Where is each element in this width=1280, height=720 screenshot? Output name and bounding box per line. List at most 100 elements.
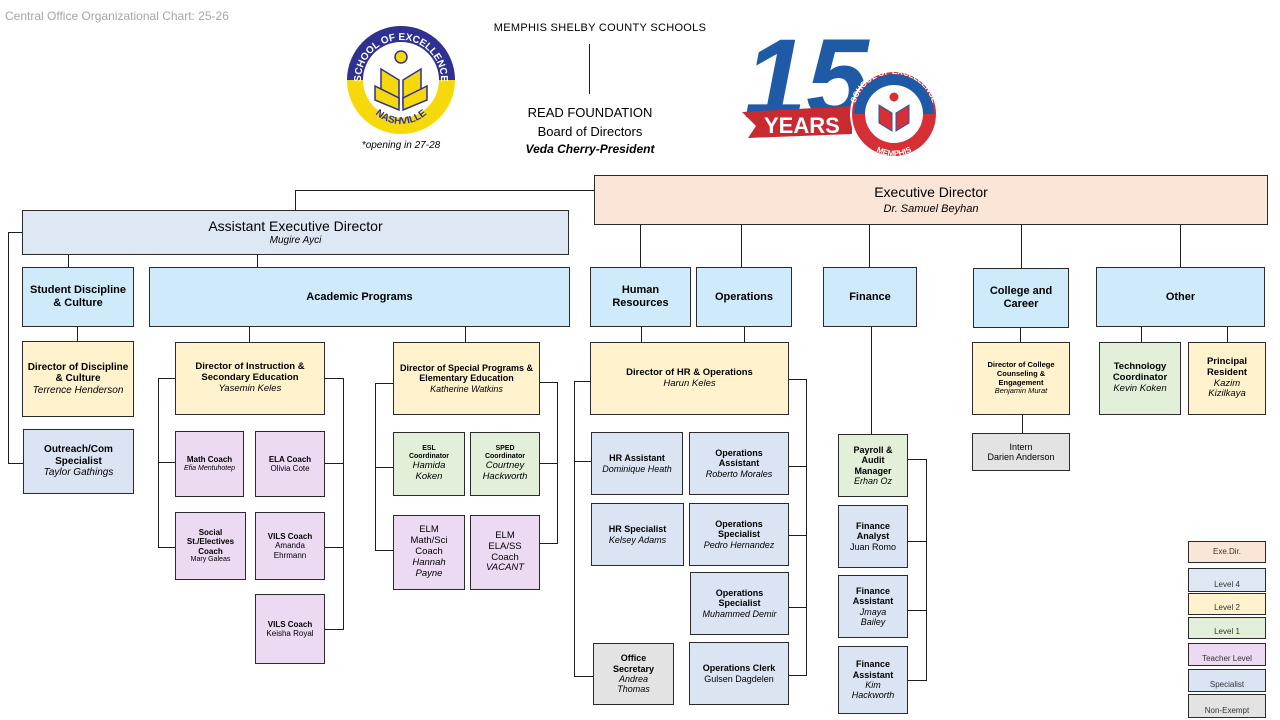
position-outreach-specialist[interactable]: Outreach/Com Specialist Taylor Gathings — [23, 429, 134, 494]
assistant-executive-director-box[interactable]: Assistant Executive Director Mugire Ayci — [22, 210, 569, 255]
position-sped-coordinator[interactable]: SPED Coordinator Courtney Hackworth — [470, 432, 540, 496]
position-title: Operations Clerk — [702, 663, 776, 674]
connector — [1141, 327, 1143, 342]
position-title: Director of College Counseling & Engagem… — [987, 360, 1055, 387]
position-name: Juan Romo — [849, 541, 897, 552]
department-student-discipline[interactable]: Student Discipline & Culture — [22, 267, 134, 327]
position-vils-coach[interactable]: VILS Coach Keisha Royal — [255, 594, 325, 664]
position-name: VACANT — [485, 562, 524, 574]
position-name: Keisha Royal — [266, 629, 314, 638]
position-intern[interactable]: Intern Darien Anderson — [972, 433, 1070, 471]
position-name: Terrence Henderson — [32, 384, 124, 396]
position-director-hr-operations[interactable]: Director of HR & Operations Harun Keles — [590, 342, 789, 415]
position-payroll-audit-manager[interactable]: Payroll & Audit Manager Erhan Oz — [838, 434, 908, 497]
position-hr-assistant[interactable]: HR Assistant Dominique Heath — [591, 432, 683, 495]
connector — [908, 680, 926, 682]
connector — [158, 378, 175, 380]
connector — [540, 382, 558, 384]
position-math-coach[interactable]: Math Coach Efia Mentuhotep — [175, 431, 244, 497]
connector — [574, 461, 591, 463]
position-operations-clerk[interactable]: Operations Clerk Gulsen Dagdelen — [689, 642, 789, 705]
connector — [325, 463, 343, 465]
connector — [249, 327, 251, 342]
assistant-executive-director-title: Assistant Executive Director — [208, 218, 383, 235]
connector — [1022, 415, 1024, 433]
school-of-excellence-nashville-emblem: SCHOOL OF EXCELLENCE NASHVILLE — [347, 26, 455, 134]
position-director-college-counseling[interactable]: Director of College Counseling & Engagem… — [972, 342, 1070, 415]
connector — [1021, 225, 1023, 268]
department-operations[interactable]: Operations — [696, 267, 792, 327]
position-director-instruction[interactable]: Director of Instruction & Secondary Educ… — [175, 342, 325, 415]
legend-label: Level 4 — [1214, 579, 1240, 589]
connector — [540, 463, 558, 465]
legend-label: Level 1 — [1214, 626, 1240, 636]
board-label: Board of Directors — [537, 124, 643, 139]
position-finance-analyst[interactable]: Finance Analyst Juan Romo — [838, 505, 908, 568]
department-human-resources[interactable]: Human Resources — [590, 267, 691, 327]
position-vils-coach[interactable]: VILS Coach Amanda Ehrmann — [255, 512, 325, 580]
department-label: Human Resources — [612, 284, 669, 309]
position-name: Katherine Watkins — [430, 383, 503, 394]
department-label: Other — [1165, 290, 1196, 303]
connector — [789, 535, 807, 537]
position-director-special-programs[interactable]: Director of Special Programs & Elementar… — [393, 342, 540, 415]
nashville-logo: SCHOOL OF EXCELLENCE NASHVILLE — [345, 24, 457, 136]
legend-label: Level 2 — [1214, 602, 1240, 612]
position-finance-assistant[interactable]: Finance Assistant Jmaya Bailey — [838, 575, 908, 638]
connector — [869, 225, 871, 268]
position-operations-specialist[interactable]: Operations Specialist Muhammed Demir — [690, 572, 789, 635]
position-principal-resident[interactable]: Principal Resident Kazim Kizilkaya — [1188, 342, 1266, 415]
position-elm-ela-coach[interactable]: ELM ELA/SS Coach VACANT — [470, 515, 540, 590]
board-president: Veda Cherry-President — [525, 142, 655, 156]
department-other[interactable]: Other — [1096, 267, 1265, 327]
position-title: Office Secretary — [612, 653, 655, 674]
connector — [789, 675, 807, 677]
position-technology-coordinator[interactable]: Technology Coordinator Kevin Koken — [1099, 342, 1181, 415]
legend-item-specialist: Specialist — [1188, 669, 1266, 692]
position-title: Intern — [1009, 441, 1033, 452]
position-name: Gulsen Dagdelen — [704, 673, 774, 684]
connector — [257, 254, 259, 267]
position-office-secretary[interactable]: Office Secretary Andrea Thomas — [593, 643, 674, 705]
position-esl-coordinator[interactable]: ESL Coordinator Hamida Koken — [393, 432, 465, 496]
position-title: HR Assistant — [609, 453, 665, 464]
connector — [325, 378, 343, 380]
position-title: VILS Coach — [267, 619, 313, 629]
connector — [375, 467, 393, 469]
department-college-career[interactable]: College and Career — [973, 268, 1069, 328]
connector — [908, 459, 926, 461]
position-name: Darien Anderson — [987, 452, 1055, 462]
position-name: Dominique Heath — [602, 463, 672, 474]
position-name: Harun Keles — [663, 377, 716, 389]
connector — [871, 327, 873, 434]
connector — [908, 610, 926, 612]
position-director-discipline[interactable]: Director of Discipline & Culture Terrenc… — [22, 341, 134, 417]
position-title: VILS Coach — [267, 532, 313, 542]
position-title: Director of Instruction & Secondary Educ… — [195, 361, 305, 384]
connector — [325, 629, 343, 631]
position-name: Hannah Payne — [412, 556, 446, 579]
connector — [375, 550, 393, 552]
connector — [8, 463, 23, 465]
position-title: Social St./Electives Coach — [186, 528, 235, 556]
position-name: Erhan Oz — [853, 475, 893, 486]
executive-director-box[interactable]: Executive Director Dr. Samuel Beyhan — [594, 175, 1268, 225]
position-title: Director of Discipline & Culture — [27, 361, 129, 385]
position-operations-specialist[interactable]: Operations Specialist Pedro Hernandez — [689, 503, 789, 566]
position-name: Benjamin Murat — [994, 386, 1048, 396]
page-title: Central Office Organizational Chart: 25-… — [5, 9, 229, 23]
department-academic-programs[interactable]: Academic Programs — [149, 267, 570, 327]
memphis-15-years-logo: 15 YEARS SCHOOL OF EXCELLENCE MEMPHIS — [742, 16, 939, 158]
position-operations-assistant[interactable]: Operations Assistant Roberto Morales — [689, 432, 789, 495]
position-title: Operations Specialist — [715, 518, 763, 540]
position-ela-coach[interactable]: ELA Coach Olivia Cote — [255, 431, 325, 497]
position-social-studies-coach[interactable]: Social St./Electives Coach Mary Galeas — [175, 512, 246, 580]
department-finance[interactable]: Finance — [823, 267, 917, 327]
position-hr-specialist[interactable]: HR Specialist Kelsey Adams — [591, 503, 684, 566]
connector — [789, 379, 807, 381]
position-name: Kim Hackworth — [851, 680, 895, 701]
foundation-name: READ FOUNDATION — [527, 105, 653, 120]
position-title: Finance Assistant — [852, 585, 894, 607]
position-elm-math-coach[interactable]: ELM Math/Sci Coach Hannah Payne — [393, 515, 465, 590]
position-finance-assistant[interactable]: Finance Assistant Kim Hackworth — [838, 646, 908, 714]
